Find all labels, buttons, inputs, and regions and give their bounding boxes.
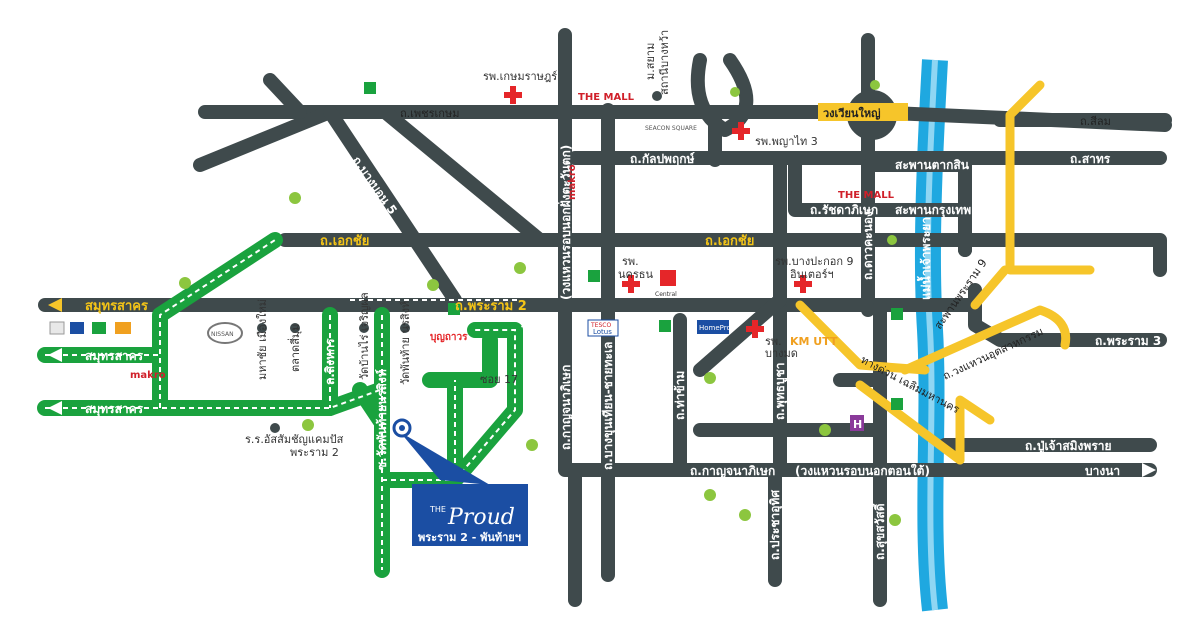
road-label-daokhanong: ถ.ดาวคะนอง: [861, 211, 875, 280]
road-label-phetkasem: ถ.เพชรเกษม: [400, 107, 459, 120]
chao-phraya-river: [914, 59, 948, 612]
store-icons: [364, 82, 903, 410]
brand-seacon: SEACON SQUARE: [645, 125, 697, 132]
homepro-logo: [697, 320, 729, 334]
brand-lotus: Lotus: [593, 328, 612, 336]
nissan-logo: [207, 322, 243, 344]
brand-boonthavorn: บุญถาวร: [430, 332, 468, 343]
brand-tesco: TESCO: [590, 322, 611, 329]
poi-hosp-nakhon-1: รพ.: [622, 255, 639, 268]
wongwian-badge: [818, 103, 908, 121]
road-label-silom: ถ.สีลม: [1080, 115, 1111, 128]
poi-school-1: ร.ร.อัสสัมชัญแคมปัส: [245, 433, 344, 446]
poi-hosp-phyathai: รพ.พญาไท 3: [755, 135, 818, 148]
road-label-taksin-bridge: สะพานตากสิน: [895, 158, 970, 172]
road-label-krasab: ถ.สิงหกร: [323, 338, 337, 385]
poi-hosp-kasem: รพ.เกษมราษฎร์: [483, 70, 557, 83]
poi-hosp-bangpakok-2: อินเตอร์ฯ: [790, 268, 834, 281]
road-label-krungthep-bridge: สะพานกรุงเทพ: [895, 203, 971, 218]
poi-hosp-nakhon-2: นครธน: [618, 268, 654, 281]
arrow-left-icon: [48, 298, 62, 312]
brand-kmutt: KM UTT: [790, 335, 838, 348]
poi-talad: ตลาดสี่มุม: [287, 324, 302, 372]
poi-sayam-1: ม.สยาม: [644, 43, 657, 80]
brand-nissan: NISSAN: [211, 331, 234, 338]
landmark-dots: [257, 91, 662, 433]
poi-wat-ban-rai: วัดบ้านไร่ เจริญผล: [358, 292, 371, 380]
poi-hosp-bangpakok-1: รพ.บางปะกอก 9: [775, 255, 854, 268]
poi-hosp-bangmot-2: บางมด: [765, 347, 798, 360]
poi-wat-phanthaiya: วัดพันท้าย นรสิงห์: [399, 301, 412, 385]
hotel-h-icon: H: [853, 418, 862, 431]
road-label-kanchana-outer: (วงแหวนรอบนอกฝั่งตะวันตก): [557, 145, 573, 300]
proud-the: THE: [429, 505, 446, 514]
arrow-left-icon: [48, 401, 62, 415]
left-logos: [49, 321, 131, 335]
road-label-bangkhunthian: ถ.บางขุนเทียน-ชายทะเล: [601, 342, 616, 470]
green-route-dashes: [45, 239, 520, 570]
label-samut-top: สมุทรสาคร: [85, 299, 148, 314]
road-label-bangkradi: ถ.บางกระดี่: [521, 325, 537, 385]
brand-makro-1: makro: [567, 164, 578, 200]
road-label-kanchana-v: ถ.กาญจนาภิเษก: [559, 365, 573, 450]
tree-icons: [179, 80, 901, 526]
poi-sayam-2: สถานีบางหว้า: [658, 30, 671, 95]
direction-arrows: [48, 298, 1156, 477]
brand-makro-2: makro: [130, 370, 166, 381]
road-label-suksawat: ถ.สุขสวัสดิ์: [871, 502, 888, 560]
hospital-icons: [504, 86, 812, 338]
road-label-soi17: ซอย 17: [480, 373, 518, 386]
label-samut-mid: สมุทรสาคร: [85, 349, 144, 364]
brand-themall-2: THE MALL: [838, 190, 895, 201]
road-label-kanchana-h: ถ.กาญจนาภิเษก: [690, 464, 775, 478]
expressways: [795, 80, 1095, 465]
road-label-pucha: ถ.ปู่เจ้าสมิงพราย: [1025, 439, 1112, 454]
arrow-right-icon: [1142, 463, 1156, 477]
road-label-pracha-uthit: ถ.ประชาอุทิศ: [768, 490, 783, 560]
brand-homepro: HomePro: [699, 324, 731, 332]
road-label-wongwian: วงเวียนใหญ่: [823, 106, 880, 120]
brand-themall-1: THE MALL: [578, 92, 635, 103]
central-logo: [660, 270, 676, 286]
road-label-phutthabucha: ถ.พุทธบูชา: [773, 363, 788, 420]
road-label-ekkachai-east: ถ.เอกชัย: [705, 234, 754, 249]
road-label-sathorn: ถ.สาทร: [1070, 152, 1111, 166]
road-label-rama3: ถ.พระราม 3: [1095, 334, 1161, 348]
brand-central: Central: [655, 291, 677, 298]
hotel-logo: [850, 415, 864, 431]
road-label-liapkhlong: ถ.เลียบคลองฯ: [700, 439, 773, 453]
road-label-kanchana-south: (วงแหวนรอบนอกตอนใต้): [795, 463, 930, 478]
road-label-wat-phanthaiya: ซ.วัดพันท้ายนรสิงห์: [375, 369, 389, 470]
label-samut-bot: สมุทรสาคร: [85, 402, 144, 417]
the-proud-marker: THE Proud พระราม 2 - พันท้ายฯ: [392, 418, 528, 546]
proud-name: Proud: [447, 505, 515, 530]
poi-hosp-bangmot-1: รพ.: [765, 335, 782, 348]
poi-mahachai: มหาชัย เมืองใหม่: [256, 299, 269, 380]
proud-sub: พระราม 2 - พันท้ายฯ: [418, 531, 521, 544]
arrow-left-icon: [48, 348, 62, 362]
label-river: แม่น้ำเจ้าพระยา: [916, 217, 933, 300]
label-bangna: บางนา: [1085, 464, 1120, 478]
road-label-rama2: ถ.พระราม 2: [455, 299, 527, 314]
road-label-ratchadaphisek: ถ.รัชดาภิเษก: [810, 203, 878, 217]
road-label-kanlapaphruek: ถ.กัลปพฤกษ์: [630, 152, 695, 166]
road-label-ekkachai-west: ถ.เอกชัย: [320, 234, 369, 249]
poi-school-2: พระราม 2: [290, 446, 339, 459]
road-label-thakham: ถ.ท่าข้าม: [673, 371, 687, 420]
lotus-logo: [587, 319, 619, 337]
